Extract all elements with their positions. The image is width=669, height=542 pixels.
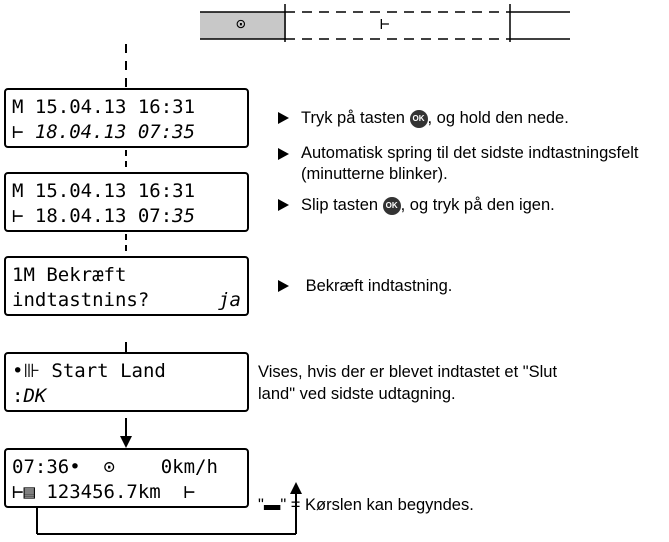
instruction-3-text-before: Slip tasten <box>301 196 383 214</box>
ok-key-icon: OK <box>409 109 428 128</box>
bullet-triangle-icon <box>278 279 289 292</box>
display-3-answer: ja <box>218 289 241 311</box>
display-3: 1M Bekræft indtastnins? ja <box>4 256 249 316</box>
timeline-rest-symbol: ⊙ <box>236 14 246 33</box>
timeline-work-symbol: ⊢ <box>380 14 390 33</box>
display-2-line2-text: ⊢ 18.04.13 07: <box>12 205 173 227</box>
ok-key-icon: OK <box>382 196 401 215</box>
instruction-1-text-before: Tryk på tasten <box>301 109 410 127</box>
display-5-line1: 07:36• ⊙ 0km/h <box>12 456 218 478</box>
instruction-2-text: Automatisk spring til det sidste indtast… <box>301 144 639 183</box>
display-4-line1: •⊪ Start Land <box>12 360 166 382</box>
display-4: •⊪ Start Land :DK <box>4 352 249 412</box>
display-5: 07:36• ⊙ 0km/h ⊢▤ 123456.7km ⊢ <box>4 448 249 508</box>
display-1-line2: ⊢ 18.04.13 07:35 <box>12 121 196 143</box>
arrow-up <box>290 482 302 494</box>
instruction-1-text-after: , og hold den nede. <box>427 109 569 127</box>
display-4-colon: : <box>12 385 24 407</box>
instruction-2: Automatisk spring til det sidste indtast… <box>278 143 658 185</box>
final-note: "▬" = Kørslen kan begyndes. <box>258 496 474 514</box>
display-3-line1: 1M Bekræft <box>12 264 127 286</box>
vises-line-2: land" ved sidste udtagning. <box>258 385 456 403</box>
display-5-line2: ⊢▤ 123456.7km ⊢ <box>12 481 196 503</box>
instruction-4-text: Bekræft indtastning. <box>301 277 453 295</box>
display-4-line2: :DK <box>12 385 46 407</box>
bullet-triangle-icon <box>278 111 289 124</box>
instruction-3-text-after: , og tryk på den igen. <box>400 196 555 214</box>
display-2-line1: M 15.04.13 16:31 <box>12 180 196 202</box>
timeline-rest-segment <box>200 12 286 39</box>
instruction-1: Tryk på tasten OK, og hold den nede. <box>278 108 569 129</box>
bullet-triangle-icon <box>278 198 289 211</box>
arrow-down <box>120 436 132 448</box>
display-1-line1: M 15.04.13 16:31 <box>12 96 196 118</box>
instruction-3: Slip tasten OK, og tryk på den igen. <box>278 195 555 216</box>
display-1: M 15.04.13 16:31 ⊢ 18.04.13 07:35 <box>4 88 249 148</box>
bullet-triangle-icon <box>278 148 289 160</box>
display-2-minutes-blinking: 35 <box>172 205 196 227</box>
display-2-line2: ⊢ 18.04.13 07:35 <box>12 205 195 227</box>
display-3-line2: indtastnins? <box>12 289 150 311</box>
display-2: M 15.04.13 16:31 ⊢ 18.04.13 07:35 <box>4 172 249 232</box>
instruction-4: Bekræft indtastning. <box>278 276 452 297</box>
display-4-country: DK <box>23 385 47 407</box>
vises-line-1: Vises, hvis der er blevet indtastet et "… <box>258 363 558 381</box>
